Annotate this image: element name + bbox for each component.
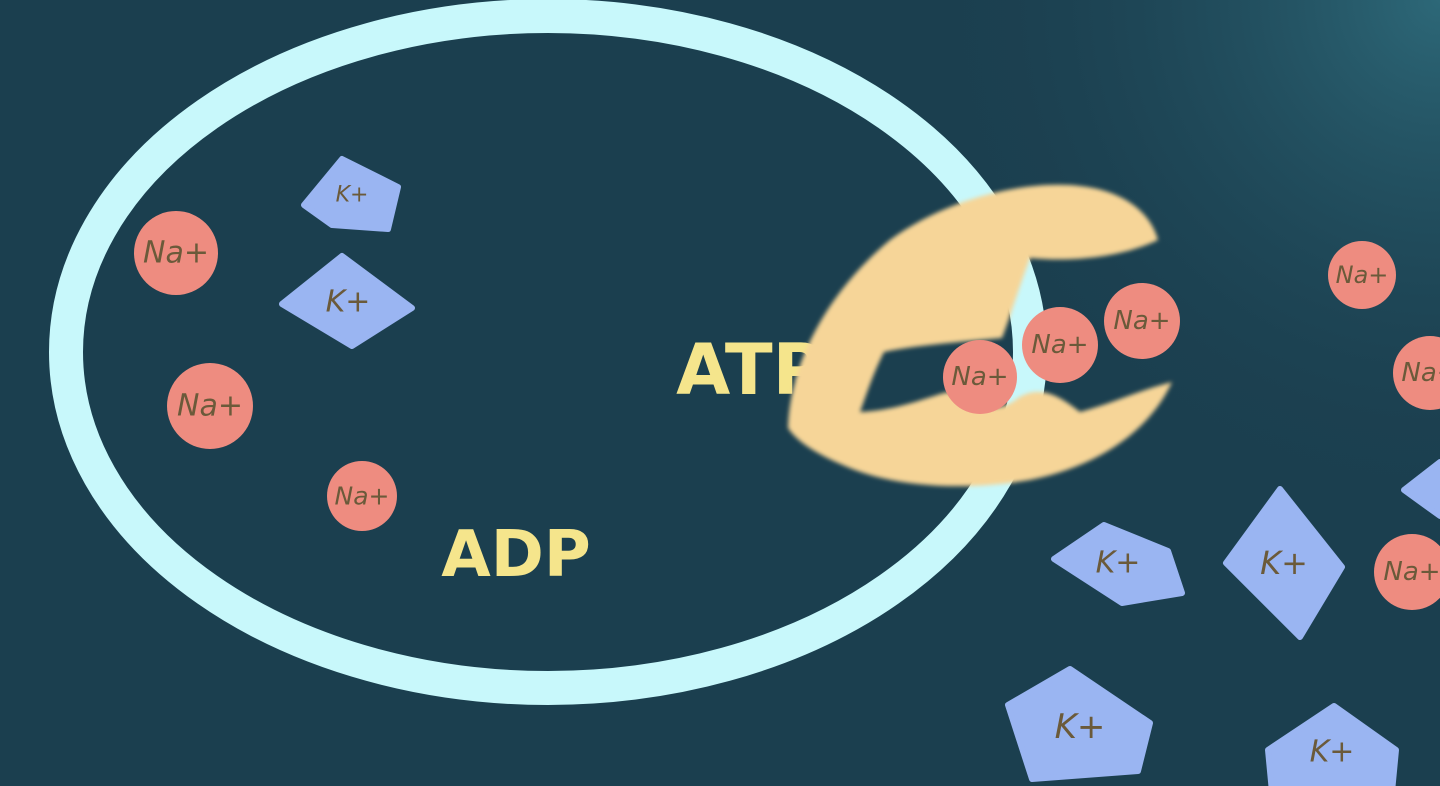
potassium-ion-label: K+	[1260, 544, 1308, 582]
sodium-ion-label: Na+	[177, 389, 243, 424]
sodium-ion-label: Na+	[1383, 557, 1440, 587]
potassium-ion-inside-2: K+	[279, 253, 415, 349]
sodium-ion-inside-1: Na+	[134, 211, 218, 295]
potassium-ion-outside-partial	[1401, 459, 1440, 519]
potassium-ion-outside-4: K+	[1265, 703, 1399, 786]
sodium-ion-outside-3: Na+	[1374, 534, 1440, 610]
potassium-ion-label: K+	[326, 285, 371, 320]
sodium-ion-label: Na+	[1113, 306, 1170, 336]
sodium-ion-outside-1: Na+	[1328, 241, 1396, 309]
potassium-ion-outside-2: K+	[1223, 486, 1345, 640]
potassium-ion-outside-1: K+	[1051, 522, 1185, 606]
adp-label: ADP	[441, 518, 591, 592]
potassium-ion-inside-1: K+	[301, 156, 401, 232]
sodium-ion-label: Na+	[1031, 330, 1088, 360]
sodium-ion-label: Na+	[951, 362, 1008, 392]
sodium-ion-label: Na+	[335, 482, 390, 511]
sodium-ion-inside-2: Na+	[167, 363, 253, 449]
sodium-ion-label: Na+	[1401, 358, 1440, 388]
sodium-ion-label: Na+	[1336, 261, 1389, 289]
potassium-ion-label: K+	[336, 183, 369, 208]
potassium-ion-label: K+	[1055, 707, 1106, 747]
potassium-ion-outside-3: K+	[1005, 666, 1153, 782]
potassium-ion-label: K+	[1310, 735, 1355, 770]
sodium-ion-inside-3: Na+	[327, 461, 397, 531]
sodium-ion-label: Na+	[143, 236, 209, 271]
potassium-ion-label: K+	[1096, 546, 1141, 581]
sodium-potassium-pump	[788, 184, 1172, 487]
sodium-ion-bound-2: Na+	[1022, 307, 1098, 383]
sodium-ion-bound-3: Na+	[1104, 283, 1180, 359]
sodium-ion-bound-1: Na+	[943, 340, 1017, 414]
sodium-ion-outside-2: Na+	[1393, 336, 1440, 410]
